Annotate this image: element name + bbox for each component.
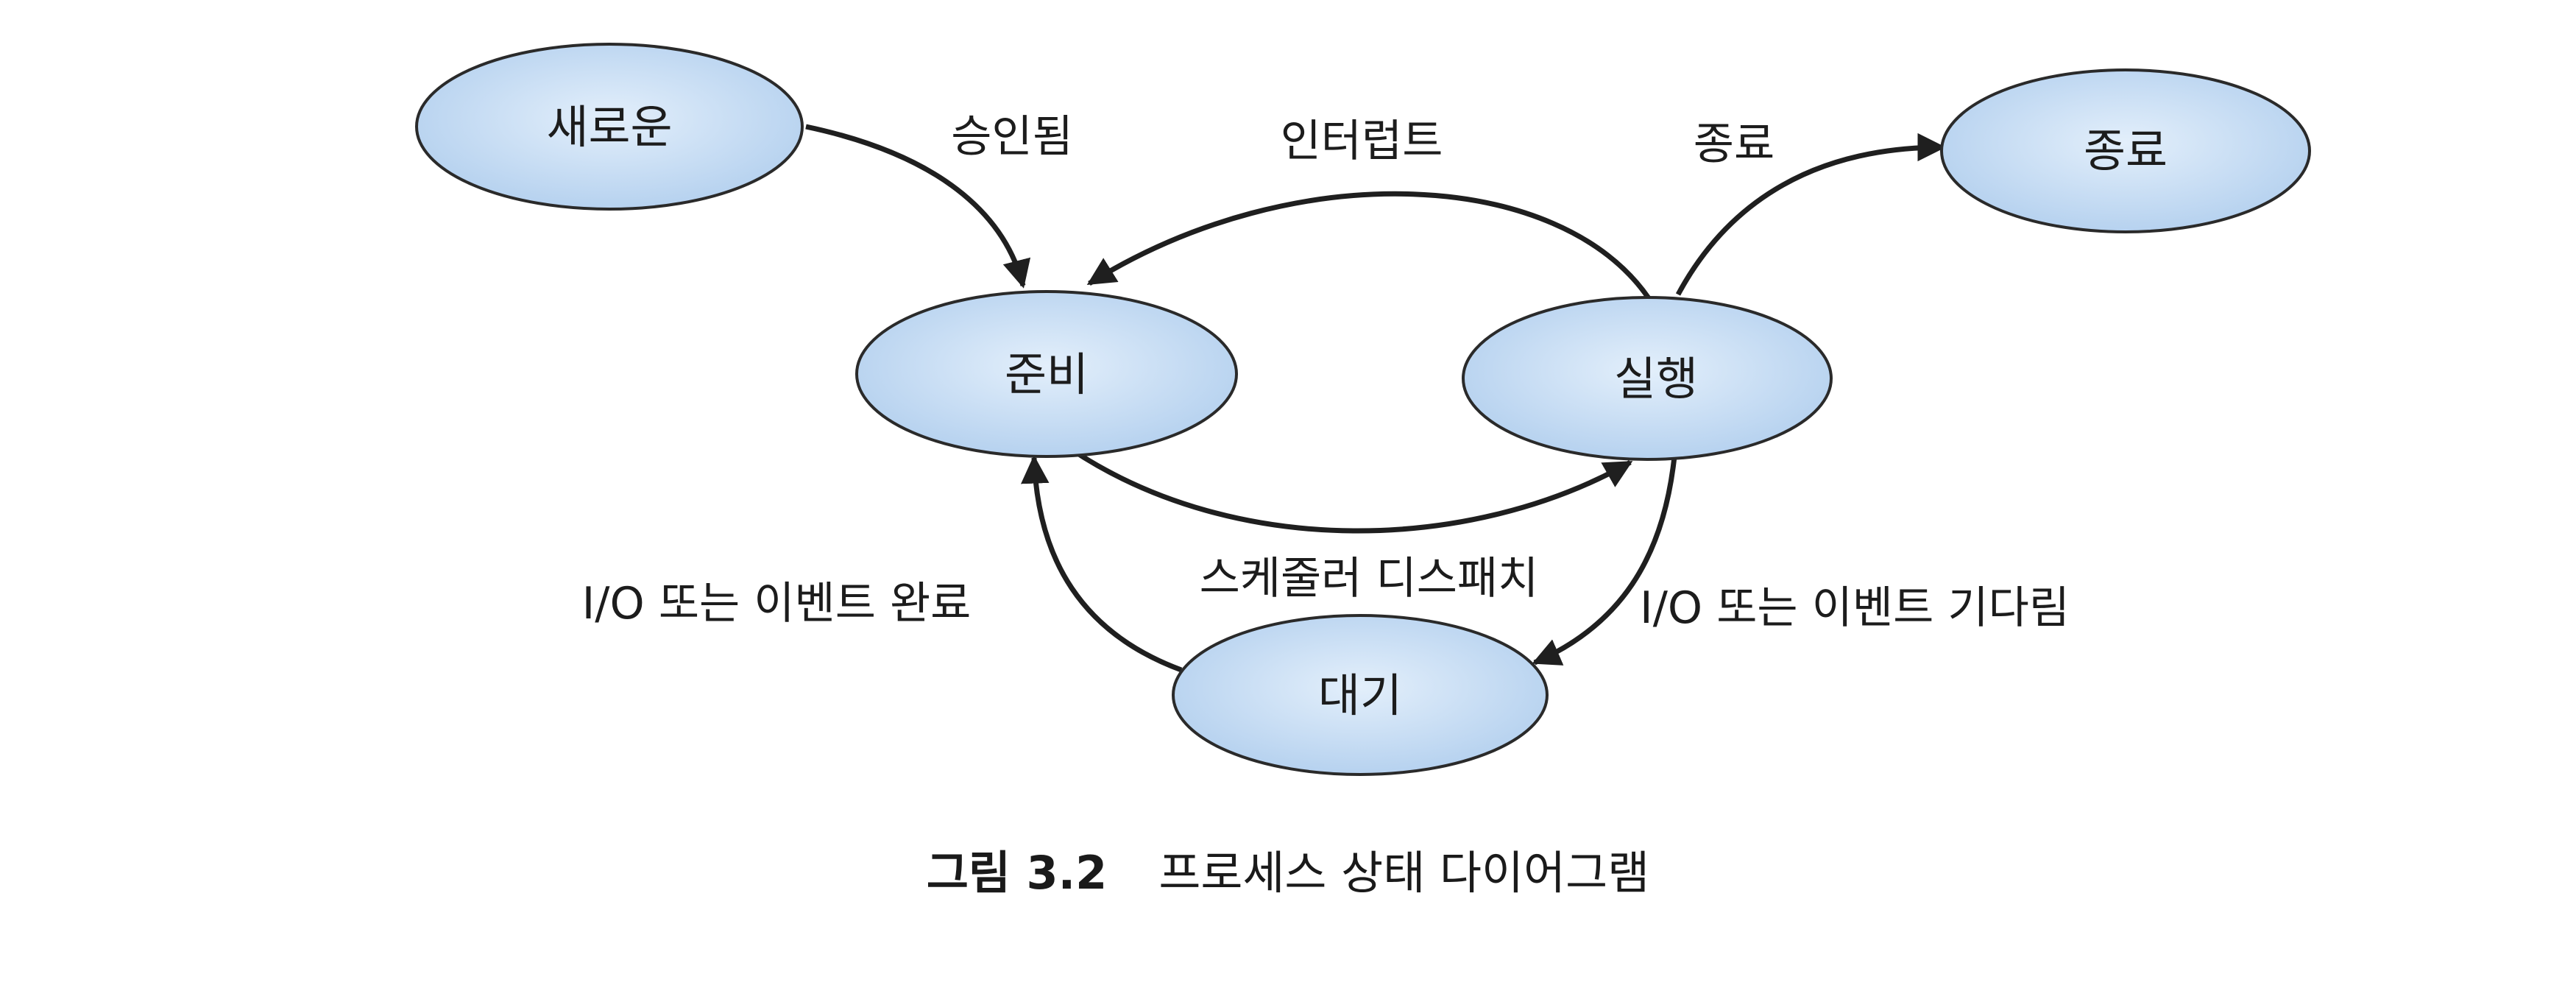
edge-exit [1675, 133, 1946, 296]
edge-label-interrupt: 인터럽트 [1281, 116, 1443, 167]
node-running-label: 실행 [1614, 352, 1698, 406]
edge-io-completion [1021, 455, 1183, 673]
figure-title: 프로세스 상태 다이어그램 [1158, 846, 1650, 900]
edge-label-io-wait: I/O 또는 이벤트 기다림 [1640, 582, 2070, 634]
node-ready: 준비 [855, 290, 1238, 458]
edge-label-exit: 종료 [1694, 119, 1774, 170]
edge-interrupt [1086, 191, 1651, 300]
edge-label-scheduler-dispatch: 스케줄러 디스패치 [1200, 553, 1539, 604]
node-new-label: 새로운 [546, 100, 672, 154]
edge-admitted [805, 124, 1031, 289]
figure-number: 그림 3.2 [926, 846, 1108, 900]
figure-caption: 그림 3.2 프로세스 상태 다이어그램 [0, 836, 2576, 902]
node-running: 실행 [1462, 296, 1833, 461]
node-new: 새로운 [415, 43, 804, 211]
node-waiting: 대기 [1172, 614, 1549, 776]
node-terminated-label: 종료 [2084, 124, 2168, 177]
edge-scheduler-dispatch [1069, 447, 1633, 534]
node-waiting-label: 대기 [1318, 668, 1402, 722]
edge-io-wait [1532, 456, 1677, 666]
node-ready-label: 준비 [1005, 347, 1089, 401]
node-terminated: 종료 [1940, 68, 2311, 233]
edge-label-admitted: 승인됨 [951, 111, 1073, 163]
edge-label-io-completion: I/O 또는 이벤트 완료 [582, 578, 972, 629]
